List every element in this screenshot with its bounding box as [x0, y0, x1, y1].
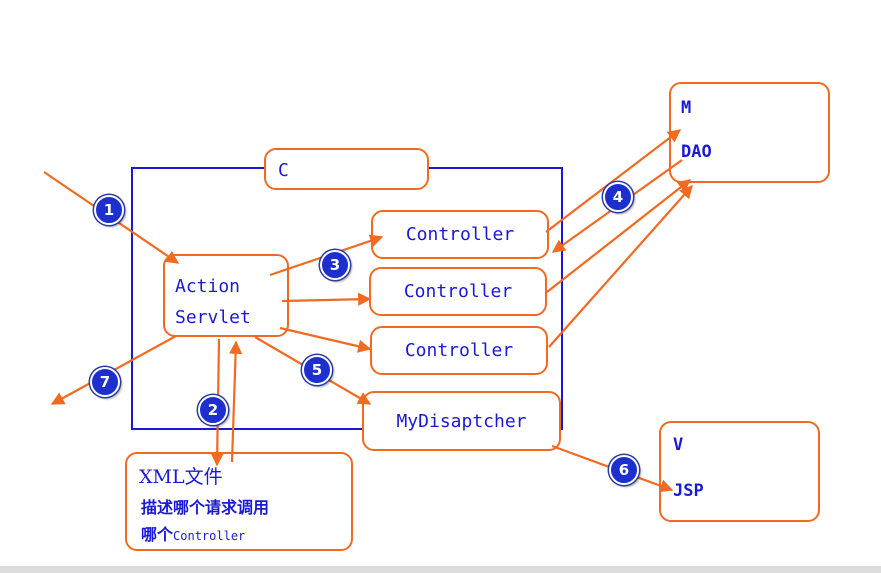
step-badge-7: 7: [90, 367, 120, 397]
controller-box-3: Controller: [370, 326, 548, 375]
action-servlet-line1: Action: [175, 276, 241, 297]
arrow-controller3-to-model: [548, 185, 693, 348]
controller-box-1: Controller: [371, 210, 549, 259]
bottom-scrollbar[interactable]: [0, 566, 881, 573]
arrow-controller-to-model: [545, 129, 682, 233]
action-servlet-box: Action Servlet: [163, 254, 289, 337]
controller-label-1: Controller: [405, 224, 515, 245]
step-badge-2: 2: [198, 395, 228, 425]
view-jsp-box: V JSP: [659, 421, 820, 522]
dao-label: DAO: [681, 142, 712, 162]
controller-label-2: Controller: [403, 281, 513, 302]
dispatcher-box: MyDisaptcher: [362, 391, 561, 451]
xml-title: XML文件: [139, 466, 223, 488]
step-badge-3: 3: [320, 250, 350, 280]
jsp-label: JSP: [673, 481, 704, 501]
controller-box-2: Controller: [369, 267, 547, 316]
xml-desc-line1: 描述哪个请求调用: [141, 498, 270, 517]
model-label: M: [681, 98, 692, 118]
action-servlet-line2: Servlet: [175, 307, 251, 328]
c-label: C: [278, 160, 289, 181]
controller-label-3: Controller: [404, 340, 514, 361]
dispatcher-label: MyDisaptcher: [396, 410, 527, 432]
step-badge-4: 4: [603, 182, 633, 212]
xml-config-box: XML文件 描述哪个请求调用 哪个Controller: [125, 452, 353, 551]
xml-desc-line2-prefix: 哪个: [141, 525, 174, 544]
c-label-box: C: [264, 148, 429, 190]
step-badge-5: 5: [302, 355, 332, 385]
step-badge-1: 1: [94, 195, 124, 225]
step-badge-6: 6: [609, 455, 639, 485]
view-label: V: [673, 435, 684, 455]
arrow-to-controller-2: [281, 292, 372, 306]
arrow-from-xml: [229, 340, 243, 463]
arrow-controller2-to-model: [546, 179, 692, 293]
arrow-to-controller-3: [279, 326, 372, 353]
xml-desc-line2-suffix: Controller: [173, 529, 246, 543]
xml-desc-line2: 哪个Controller: [141, 521, 245, 545]
